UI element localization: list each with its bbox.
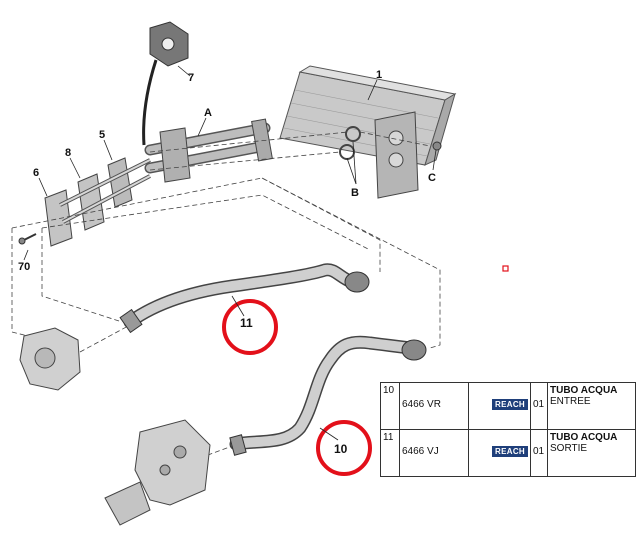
callout-b: B (351, 187, 359, 199)
leader-lines (23, 65, 437, 441)
water-outlet-housing-lower (104, 419, 211, 526)
part-description-title: TUBO ACQUA (550, 385, 618, 396)
highlight-circle-11 (222, 299, 278, 355)
callout-c: C (428, 172, 436, 184)
part-description-title: TUBO ACQUA (550, 432, 618, 443)
reach-badge: REACH (492, 446, 528, 457)
part-description-sub: SORTIE (550, 443, 588, 454)
part-number: 11 (380, 429, 400, 477)
callout-6: 6 (33, 167, 39, 179)
table-row[interactable]: 11 6466 VJ REACH 01 TUBO ACQUA SORTIE (380, 429, 636, 477)
part-quantity: 01 (533, 399, 545, 410)
callout-11: 11 (240, 316, 253, 330)
dashed-guide-lines (11, 131, 441, 459)
reach-badge: REACH (492, 399, 528, 410)
table-row[interactable]: 10 6466 VR REACH 01 TUBO ACQUA ENTREE (380, 382, 636, 430)
callout-10: 10 (334, 442, 348, 456)
water-outlet-housing-upper (19, 327, 81, 391)
part-reference: 6466 VR (402, 399, 441, 410)
part-number: 10 (380, 382, 400, 430)
part-quantity: 01 (533, 446, 545, 457)
part-description-sub: ENTREE (550, 396, 591, 407)
bracket-7 (142, 21, 189, 146)
small-red-marker (502, 265, 509, 272)
hose-11 (119, 263, 370, 334)
screw-c (432, 141, 442, 151)
callout-70: 70 (18, 261, 30, 273)
highlight-circle-10 (316, 420, 372, 476)
screw-70 (18, 233, 37, 245)
callout-7: 7 (188, 72, 194, 84)
callout-1: 1 (376, 69, 382, 81)
callout-a: A (204, 107, 212, 119)
gasket-plates (44, 157, 151, 247)
heater-core (279, 65, 457, 199)
callout-8: 8 (65, 147, 71, 159)
part-reference: 6466 VJ (402, 446, 439, 457)
pipe-assembly-a (144, 118, 273, 183)
callout-5: 5 (99, 129, 105, 141)
parts-table: 10 6466 VR REACH 01 TUBO ACQUA ENTREE 11… (380, 382, 636, 477)
hose-10 (229, 335, 427, 456)
